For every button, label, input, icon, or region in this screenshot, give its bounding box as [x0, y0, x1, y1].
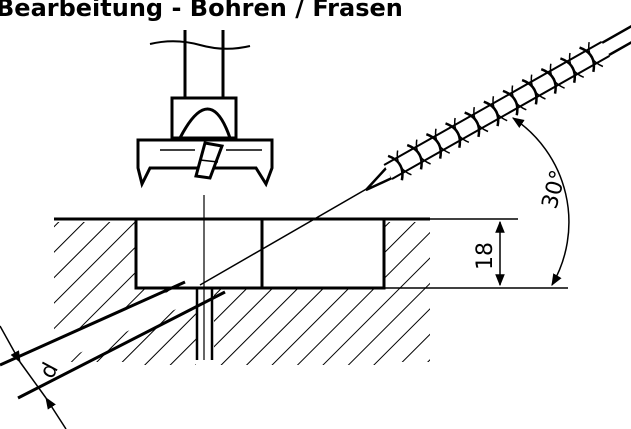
- page-title: Bearbeitung - Bohren / Fräsen: [0, 0, 403, 22]
- workpiece: [54, 217, 430, 365]
- angle-dimension: 30°: [512, 117, 572, 287]
- depth-label: 18: [473, 242, 498, 270]
- angle-label: 30°: [538, 167, 572, 211]
- depth-dimension: 18: [384, 218, 568, 289]
- angled-bore: [0, 280, 226, 400]
- auger-drill-bit: [199, 2, 631, 286]
- diameter-label: d: [35, 359, 64, 383]
- forstner-bit: [136, 30, 274, 189]
